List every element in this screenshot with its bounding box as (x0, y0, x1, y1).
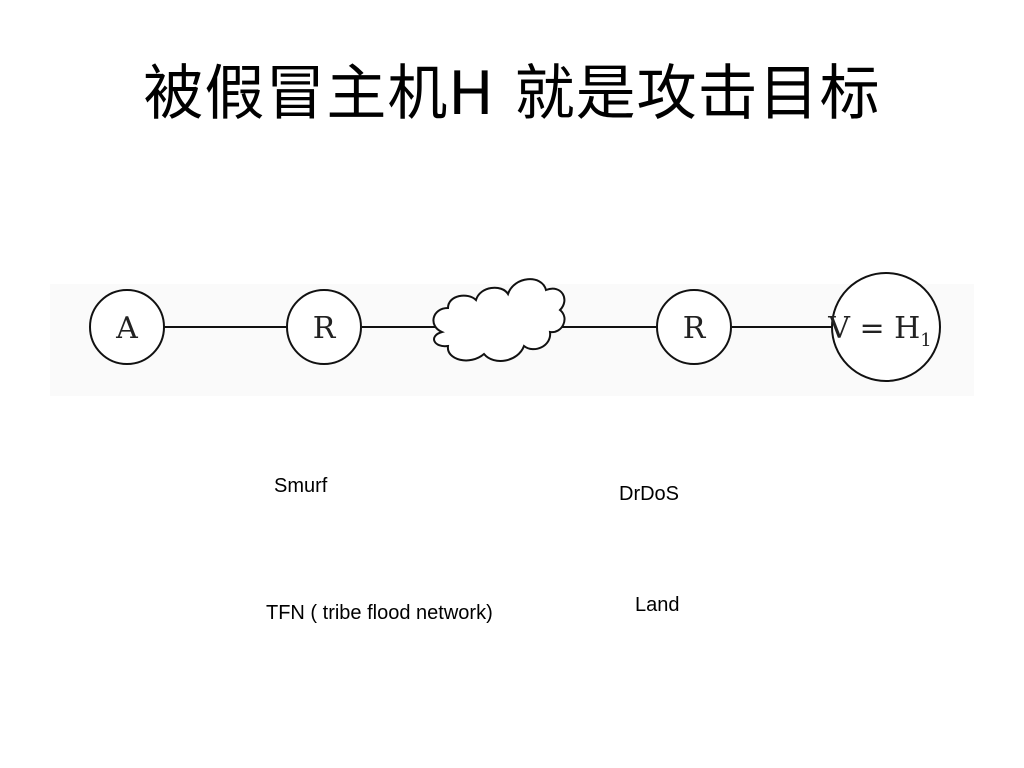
network-diagram: A R R V = H1 (50, 272, 974, 396)
slide-title: 被假冒主机H 就是攻击目标 (143, 59, 881, 129)
node-router-1: R (286, 289, 362, 365)
node-victim-label: V = H1 (827, 311, 932, 351)
node-router-2-label: R (683, 311, 707, 346)
node-a-label: A (115, 311, 138, 346)
label-drdos: DrDoS (619, 483, 680, 505)
node-victim: V = H1 (827, 272, 941, 382)
label-tfn: TFN ( tribe flood network) (266, 602, 493, 624)
label-smurf: Smurf (274, 475, 328, 497)
label-land: Land (635, 594, 680, 616)
node-victim-subscript: 1 (920, 330, 931, 351)
cloud-icon (432, 278, 566, 362)
node-router-2: R (656, 289, 732, 365)
node-router-1-label: R (313, 311, 337, 346)
node-a: A (89, 289, 165, 365)
